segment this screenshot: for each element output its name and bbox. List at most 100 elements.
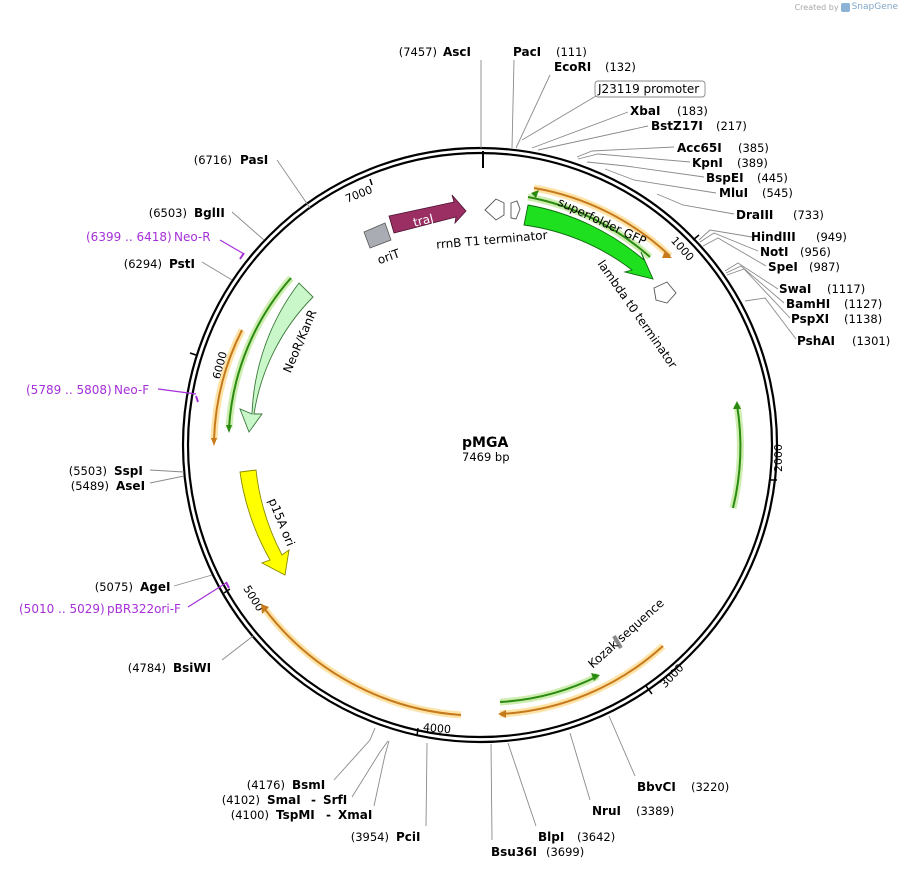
orf-lower-left-orange — [263, 607, 462, 716]
enzyme-name-bspEI: BspEI — [706, 171, 744, 185]
enzyme-name-bamHI: BamHI — [786, 297, 830, 311]
enzyme-name-xmaI: XmaI — [338, 808, 372, 822]
enzyme-name-bbvCI: BbvCI — [637, 780, 676, 794]
orf-left-orange-head — [211, 438, 217, 446]
enzyme-name-srfI: SrfI — [323, 793, 347, 807]
feature-neoR-kanR[interactable] — [239, 282, 314, 433]
enzyme-pos-bsmI: (4176) — [247, 778, 285, 792]
enzyme-name-bsmI: BsmI — [292, 778, 325, 792]
enzyme-pos-pspXI: (1138) — [844, 312, 882, 326]
enzyme-name-pshAI: PshAI — [797, 334, 835, 348]
orf-left-green — [228, 277, 292, 429]
primer-leader-neoR — [219, 239, 245, 255]
primer-name-pbr322: pBR322ori-F — [107, 602, 181, 616]
enzyme-pos-bamHI: (1127) — [844, 297, 882, 311]
feature-label-kozak: Kozak sequence — [585, 596, 666, 671]
leader-pasI — [276, 159, 311, 209]
leader-hindIII — [698, 229, 753, 241]
enzyme-pos-acc65I: (385) — [738, 141, 769, 155]
enzyme-name-bstZ17I: BstZ17I — [651, 119, 703, 133]
credit-brand: SnapGene — [851, 2, 898, 12]
enzyme-pos-tspMI: (4100) — [231, 808, 269, 822]
enzyme-name-nruI: NruI — [592, 804, 621, 818]
orf-bottom-green — [499, 675, 599, 703]
enzyme-name-pacI: PacI — [513, 45, 541, 59]
backbone-inner-ring — [186, 151, 774, 739]
orf-right-green — [732, 404, 742, 509]
orf-left-green-halo — [225, 275, 294, 429]
enzyme-pos-bbvCI: (3220) — [691, 780, 729, 794]
leader-pshAI — [744, 297, 797, 340]
leader-kpnI — [577, 153, 691, 163]
feature-rrnB-terminator-2[interactable] — [510, 200, 521, 220]
feature-kozak[interactable] — [612, 634, 623, 650]
tick-4000 — [416, 727, 419, 737]
leader-bsu36I — [490, 743, 493, 841]
orf-bottom-orange-head — [498, 710, 506, 718]
orf-lower-left-orange-halo — [261, 605, 462, 719]
leader-bamHI — [725, 265, 785, 304]
primer-name-neoF: Neo-F — [114, 383, 149, 397]
orf-top-green — [527, 196, 651, 258]
leader-pspXI — [726, 268, 791, 319]
promoter-label-box — [594, 80, 706, 98]
enzyme-pos-bsu36I: (3699) — [546, 845, 584, 859]
tick-5000 — [223, 588, 231, 594]
feature-label-traJ: traJ — [412, 211, 435, 230]
feature-p15a-ori[interactable] — [239, 469, 290, 576]
enzyme-name-sspI: SspI — [114, 464, 143, 478]
feature-superfolder-gfp[interactable] — [523, 204, 654, 280]
leader-aseI — [149, 475, 185, 484]
enzyme-name-ascI: AscI — [443, 45, 471, 59]
leader-bstZ17I — [537, 125, 649, 151]
orf-left-green-head — [226, 425, 232, 433]
feature-oriT[interactable] — [363, 222, 392, 249]
features: oriT traJ rrnB T1 terminator superfolder… — [239, 194, 680, 671]
enzyme-pos-ascI: (7457) — [399, 45, 437, 59]
leader-nruI — [569, 732, 591, 801]
credit-prefix: Created by — [794, 2, 839, 12]
enzyme-name-bsu36I: Bsu36I — [491, 845, 537, 859]
enzyme-name-pasI: PasI — [240, 153, 268, 167]
enzyme-pos-speI: (987) — [809, 260, 840, 274]
enzyme-pos-blpI: (3642) — [577, 830, 615, 844]
enzyme-pos-pacI: (111) — [556, 45, 587, 59]
leader-sspI — [149, 469, 185, 473]
enzyme-pos-kpnI: (389) — [737, 156, 768, 170]
orf-left-orange — [213, 329, 243, 441]
feature-traJ[interactable] — [388, 194, 467, 234]
enzyme-name-bsiWI: BsiWI — [173, 661, 211, 675]
leader-bbvCI — [608, 715, 636, 777]
enzyme-pos-notI: (956) — [800, 245, 831, 259]
backbone — [181, 146, 779, 744]
enzyme-pos-hindIII: (949) — [816, 230, 847, 244]
feature-rrnB-terminator-1[interactable] — [484, 198, 505, 221]
enzyme-pos-sspI: (5503) — [69, 464, 107, 478]
enzyme-name-ageI: AgeI — [140, 580, 170, 594]
tick-label-4000: 4000 — [422, 721, 451, 736]
leader-pacI — [511, 59, 515, 149]
primer-leader-neoF — [157, 388, 197, 395]
tick-label-7000: 7000 — [344, 183, 375, 206]
primer-leader-pbr322 — [187, 582, 227, 608]
leader-bsiWI — [221, 635, 254, 661]
enzyme-pos-pciI: (3954) — [351, 830, 389, 844]
leader-blpI — [507, 742, 537, 827]
primer-range-neoR: (6399 .. 6418) — [86, 230, 172, 244]
leader-bglII — [231, 211, 265, 241]
leader-srfI — [351, 740, 389, 798]
tick-label-2000: 2000 — [772, 444, 785, 472]
orf-right-green-head — [733, 401, 741, 409]
orf-top-orange-head — [662, 251, 672, 258]
leader-pciI — [425, 742, 428, 827]
primer-labels: (6399 .. 6418) Neo-R (5789 .. 5808) Neo-… — [19, 230, 211, 616]
tick-label-3000: 3000 — [658, 661, 687, 690]
enzyme-name-acc65I: Acc65I — [677, 141, 722, 155]
feature-lambda-terminator[interactable] — [653, 281, 677, 304]
enzyme-name-notI: NotI — [760, 245, 789, 259]
enzymes-left: (7457) AscI (6716) PasI (6503) BglII (62… — [69, 45, 585, 859]
orf-bottom-green-head — [591, 673, 600, 681]
orf-lower-left-orange-head — [261, 604, 269, 614]
enzyme-pos-aseI: (5489) — [71, 479, 109, 493]
enzyme-name-kpnI: KpnI — [692, 156, 723, 170]
